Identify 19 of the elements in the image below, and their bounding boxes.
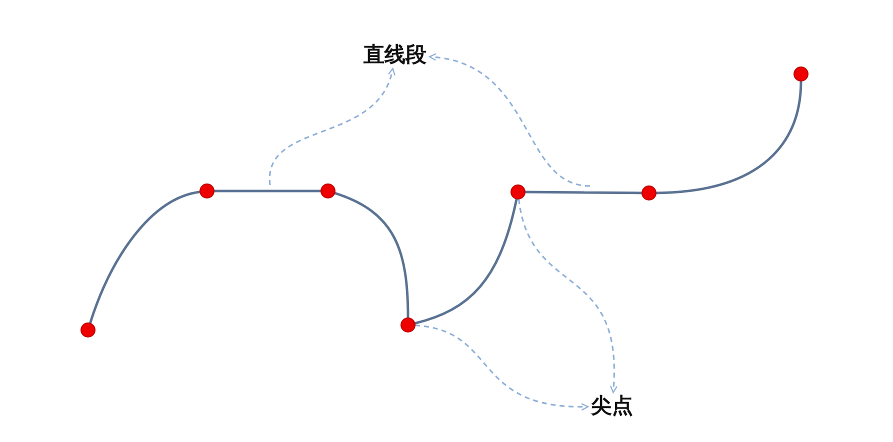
leader-line (269, 68, 395, 186)
curve-segment (414, 198, 518, 325)
control-point (510, 184, 526, 200)
callout-label: 直线段 (364, 44, 426, 66)
curve-segment (656, 80, 802, 194)
callout-label: 尖点 (591, 396, 633, 416)
curve-segment (334, 192, 410, 318)
control-point (200, 184, 214, 198)
control-point (320, 184, 336, 198)
leader-line (518, 198, 618, 394)
control-point (400, 318, 416, 332)
curve-segment (88, 190, 200, 324)
leader-line (414, 324, 589, 410)
leader-line (428, 54, 590, 187)
control-point (642, 186, 656, 200)
control-point (794, 66, 808, 82)
control-point (80, 322, 96, 338)
curve-segment (214, 190, 321, 192)
curve-segment (525, 190, 642, 194)
